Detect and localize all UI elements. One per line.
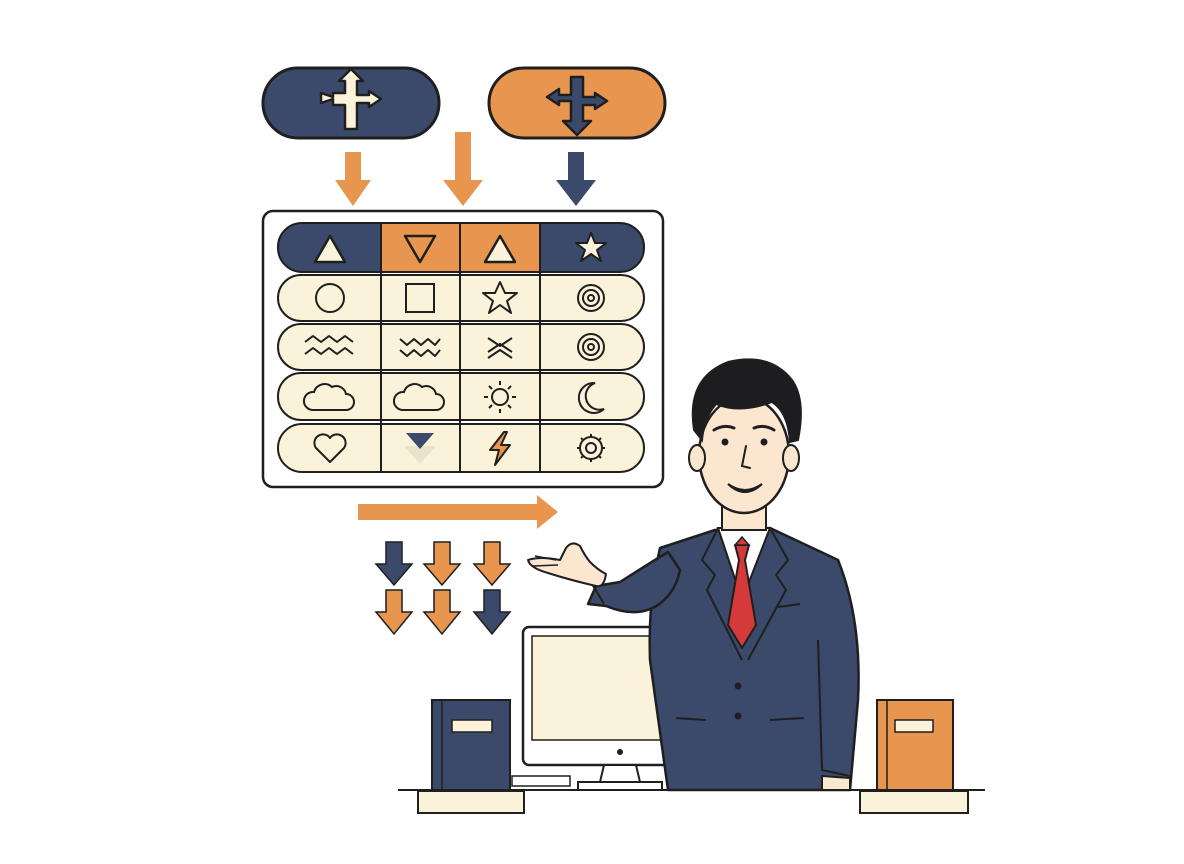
circle-icon <box>315 283 345 313</box>
grid-header-row <box>276 221 646 273</box>
right-arrow-orange <box>358 495 558 529</box>
gear-icon <box>577 434 605 462</box>
keyboard <box>511 775 571 787</box>
square-icon <box>405 283 435 313</box>
down-arrow-navy <box>374 541 414 587</box>
pill-split-down <box>487 66 667 140</box>
split-arrows-up-icon <box>319 67 383 131</box>
desk <box>398 789 985 814</box>
desk-block-right <box>859 790 969 814</box>
heart-icon <box>313 433 347 463</box>
down-arrow-navy <box>556 152 596 206</box>
spiral-icon <box>577 284 605 312</box>
raised-arm <box>586 550 682 614</box>
pill-split-up <box>261 66 441 140</box>
down-arrow-orange <box>443 132 483 206</box>
book-orange <box>876 699 954 791</box>
star-icon <box>575 232 607 262</box>
zigzag-icon <box>399 338 441 357</box>
triangle-up-icon <box>483 234 517 264</box>
eye-right <box>760 438 768 446</box>
smile <box>727 483 763 493</box>
moon-icon <box>577 381 605 414</box>
triangle-down-icon <box>403 234 437 264</box>
desk-block-left <box>417 790 525 814</box>
triangle-up-icon <box>313 234 347 264</box>
tie <box>727 544 757 649</box>
hair <box>691 358 802 444</box>
split-arrows-down-icon <box>545 75 609 137</box>
star-outline-icon <box>482 281 518 314</box>
presenter-figure <box>527 358 860 792</box>
down-arrow-navy <box>472 589 512 636</box>
symbol-grid <box>261 209 665 489</box>
down-arrow-orange <box>422 541 462 587</box>
down-arrow-orange <box>374 589 414 636</box>
chevrons-icon <box>487 337 513 359</box>
book-navy <box>431 699 511 791</box>
down-arrow-orange <box>335 152 371 206</box>
top-arrows <box>335 132 596 206</box>
cloud-icon <box>303 383 355 411</box>
open-palm-hand <box>527 542 607 588</box>
eye-left <box>721 438 729 446</box>
sun-icon <box>484 381 516 413</box>
down-arrow-orange <box>472 541 512 587</box>
spiral-icon <box>577 333 605 361</box>
down-arrow-grid <box>374 541 512 636</box>
pennant-icon <box>404 433 436 464</box>
lightning-icon <box>489 431 511 466</box>
cloud-icon <box>393 383 445 411</box>
wave-icon <box>304 335 354 355</box>
down-arrow-orange <box>422 589 462 636</box>
